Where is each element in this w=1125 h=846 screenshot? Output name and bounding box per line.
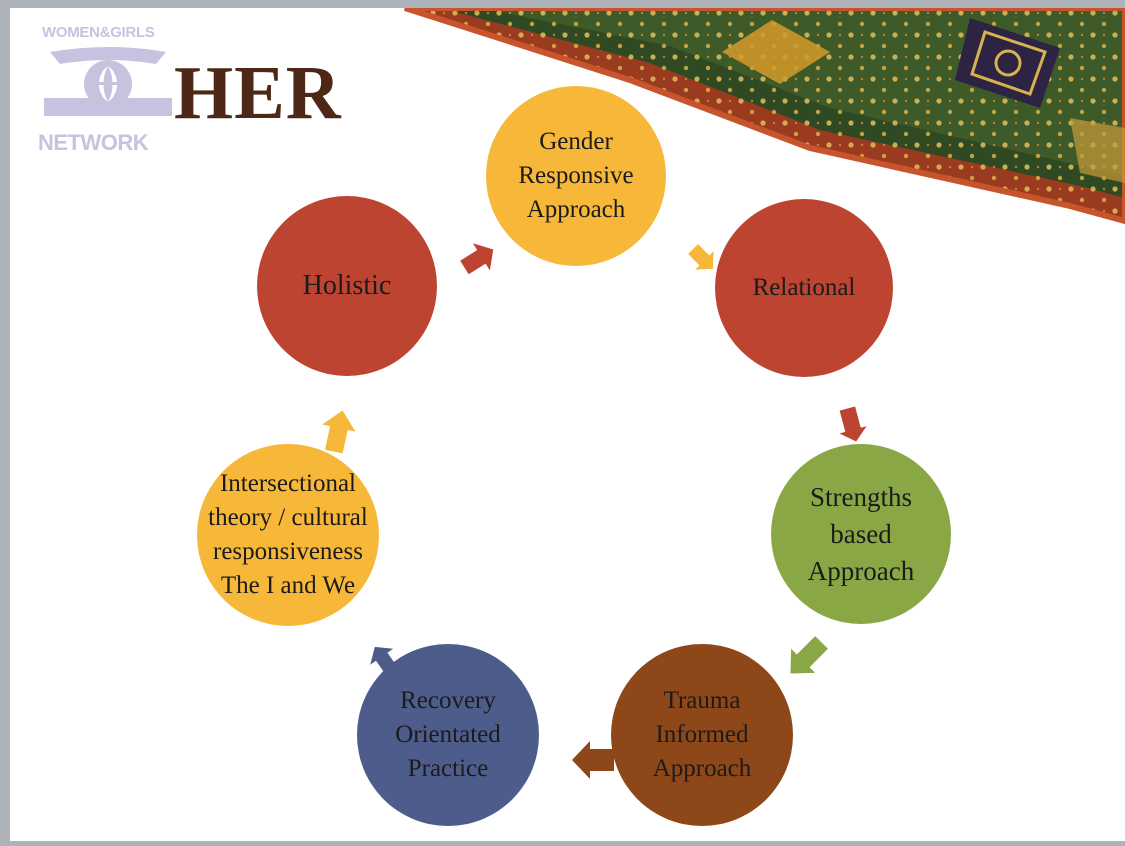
node-recovery-orientated-practice: Recovery Orientated Practice (357, 644, 539, 826)
women-girls-network-logo: WOMEN&GIRLS NETWORK (38, 20, 178, 155)
arrow-holistic-to-gender (460, 243, 494, 275)
slide-title: HER (174, 51, 342, 135)
node-label: Holistic (302, 270, 392, 301)
stylized-crest-icon (44, 47, 172, 116)
node-label: Relational (752, 274, 856, 301)
node-intersectional-theory: Intersectional theory / cultural respons… (197, 444, 379, 626)
node-gender-responsive-approach: Gender Responsive Approach (486, 86, 666, 266)
node-label: Recovery Orientated Practice (395, 687, 501, 782)
arrow-intersectional-to-holistic (322, 410, 356, 454)
arrow-relational-to-strengths (839, 406, 867, 442)
node-label: Intersectional theory / cultural respons… (208, 470, 368, 599)
node-relational: Relational (715, 199, 893, 377)
node-trauma-informed-approach: Trauma Informed Approach (611, 644, 793, 826)
node-strengths-based-approach: Strengths based Approach (771, 444, 951, 624)
logo-top-text: WOMEN&GIRLS (42, 24, 155, 41)
cycle-arrows (322, 243, 867, 779)
node-label: Strengths based Approach (807, 481, 915, 586)
slide: WOMEN&GIRLS NETWORK HER (10, 8, 1125, 841)
arrow-trauma-to-recovery (572, 741, 614, 779)
arrow-gender-to-relational (688, 244, 714, 270)
node-label: Trauma Informed Approach (652, 687, 752, 782)
logo-bottom-text: NETWORK (38, 130, 149, 155)
node-label: Gender Responsive Approach (518, 128, 634, 223)
node-holistic: Holistic (257, 196, 437, 376)
tapestry-decoration (404, 8, 1125, 225)
arrow-strengths-to-trauma (790, 636, 828, 674)
